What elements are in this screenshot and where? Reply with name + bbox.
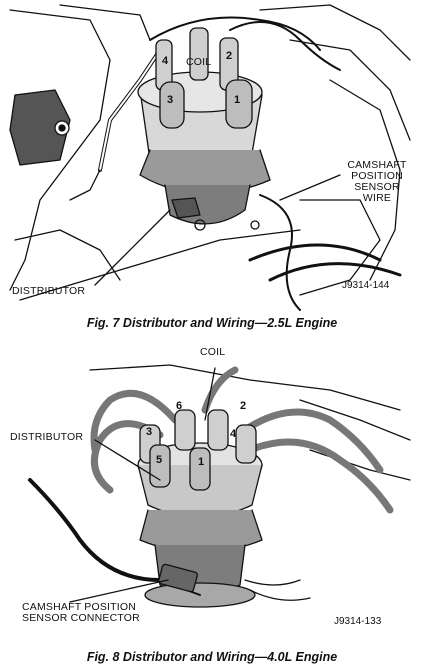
figure-reference: J9314-144: [342, 280, 390, 291]
terminal-number: 2: [240, 400, 247, 412]
coil-label: COIL: [186, 56, 212, 68]
figure-7: 4 2 3 1 COIL CAMSHAFT POSITION SENSOR WI…: [9, 4, 412, 330]
label-line: POSITION: [351, 170, 403, 182]
label-line: CAMSHAFT POSITION: [22, 601, 137, 613]
figure-8: 6 2 3 4 5 1 COIL DISTRIBUTOR CAMSHAFT PO…: [0, 340, 424, 672]
figure-caption: Fig. 7 Distributor and Wiring—2.5L Engin…: [86, 316, 338, 330]
terminal-number: 3: [167, 94, 174, 106]
distributor-2-5l-illustration: [9, 4, 411, 311]
distributor-label: DISTRIBUTOR: [10, 431, 84, 443]
figure-caption: Fig. 8 Distributor and Wiring—4.0L Engin…: [86, 650, 338, 664]
terminal-number: 2: [226, 50, 233, 62]
terminal-number: 1: [198, 456, 205, 468]
figure-reference: J9314-133: [334, 616, 382, 627]
distributor-4-0l-illustration: [28, 364, 411, 608]
terminal-number: 3: [146, 426, 153, 438]
terminal-number: 4: [230, 428, 237, 440]
label-line: WIRE: [362, 192, 392, 204]
terminal-number: 4: [162, 55, 169, 67]
coil-label: COIL: [200, 346, 226, 358]
terminal-number: 6: [176, 400, 183, 412]
terminal-number: 1: [234, 94, 241, 106]
camshaft-sensor-connector-label: CAMSHAFT POSITION SENSOR CONNECTOR: [22, 602, 140, 624]
label-line: SENSOR CONNECTOR: [22, 612, 140, 624]
label-line: SENSOR: [354, 181, 400, 193]
camshaft-sensor-wire-label: CAMSHAFT POSITION SENSOR WIRE: [342, 160, 412, 204]
terminal-number: 5: [156, 454, 163, 466]
distributor-label: DISTRIBUTOR: [12, 285, 86, 297]
label-line: CAMSHAFT: [347, 159, 407, 171]
